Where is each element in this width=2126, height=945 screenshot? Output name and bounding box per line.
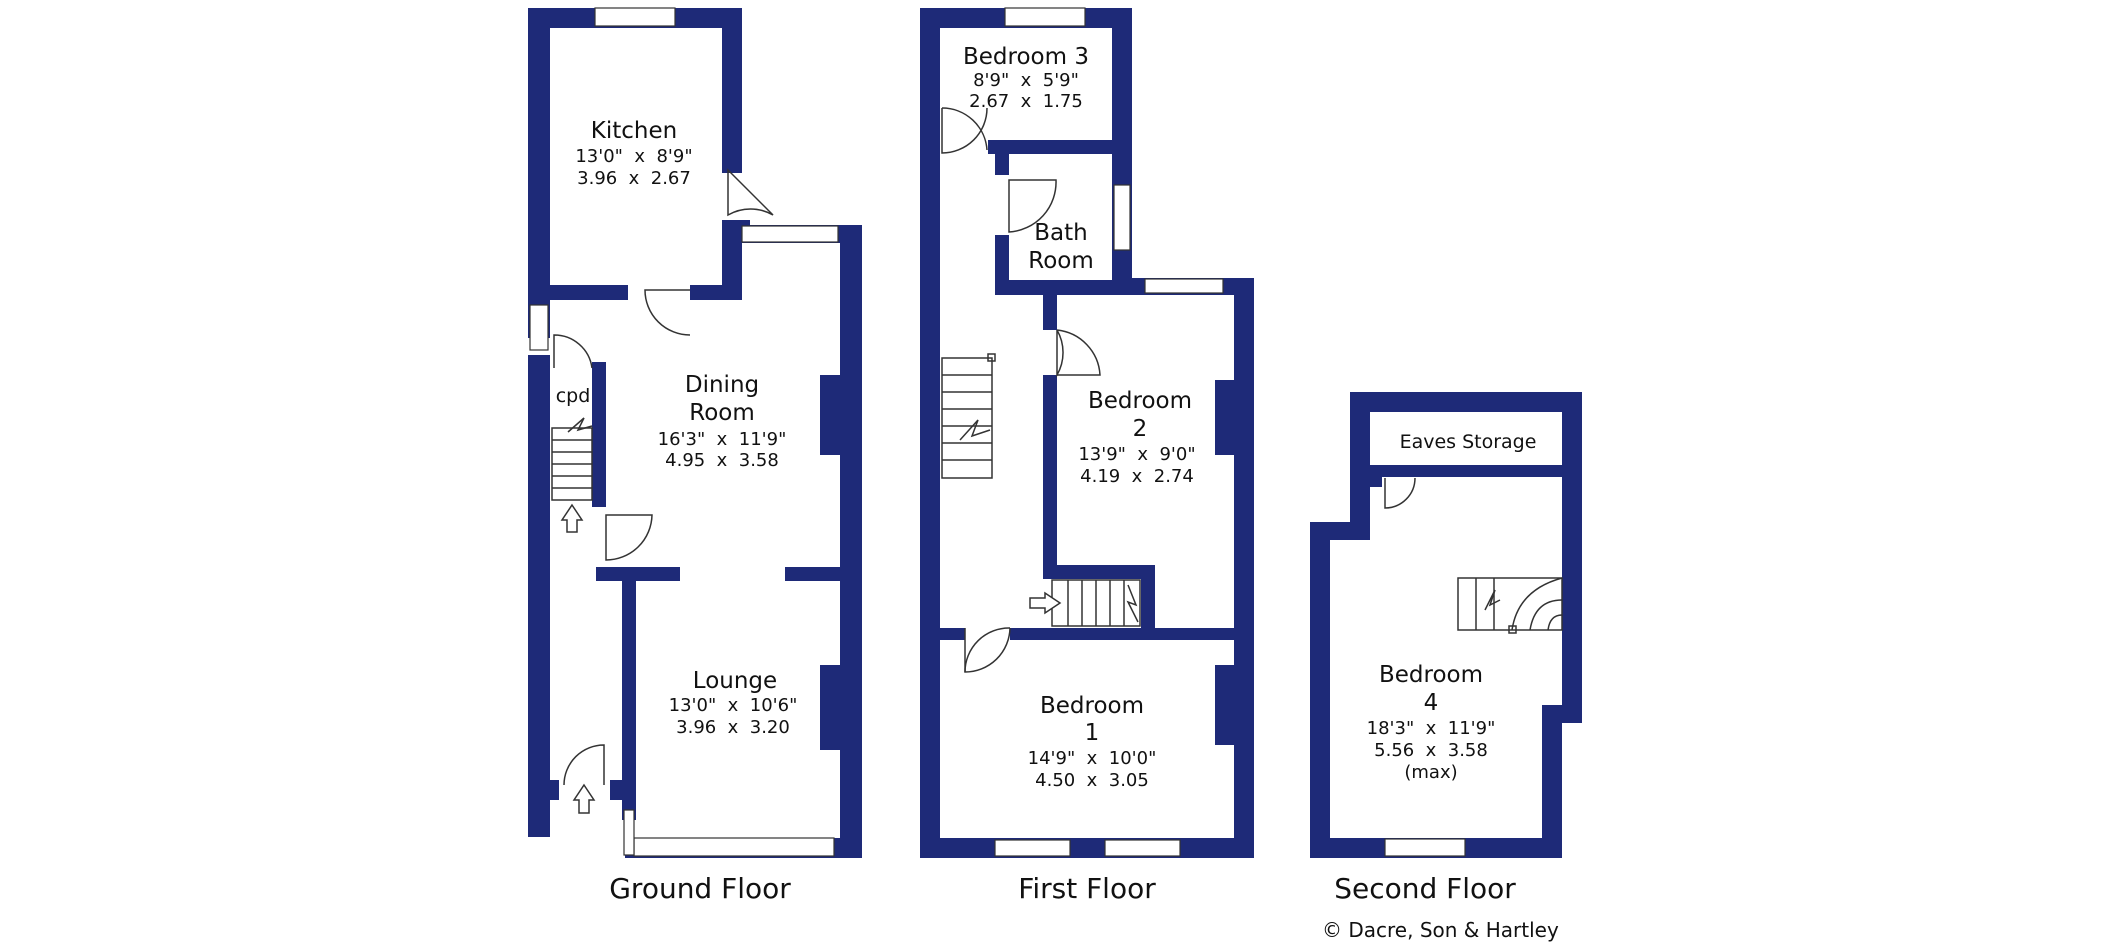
- bedroom2-imperial: 13'9" x 9'0": [1078, 444, 1195, 465]
- bedroom4-metric: 5.56 x 3.58: [1374, 740, 1488, 761]
- second-floor-walls: [1310, 392, 1582, 858]
- bedroom4-name-line2: 4: [1424, 690, 1439, 716]
- up-arrow-icon: [560, 503, 584, 533]
- kitchen-metric: 3.96 x 2.67: [577, 168, 691, 189]
- bedroom2-name-line2: 2: [1133, 416, 1148, 442]
- copyright-notice: © Dacre, Son & Hartley: [1322, 918, 1559, 942]
- kitchen-imperial: 13'0" x 8'9": [575, 146, 692, 167]
- lounge-metric: 3.96 x 3.20: [676, 717, 790, 738]
- first-floor-stairs: [941, 353, 1141, 627]
- dining-imperial: 16'3" x 11'9": [658, 429, 787, 450]
- stair-arrow-icon: [1029, 591, 1062, 615]
- lounge-imperial: 13'0" x 10'6": [669, 695, 798, 716]
- bedroom2-metric: 4.19 x 2.74: [1080, 466, 1194, 487]
- cpd-name: cpd: [556, 385, 591, 407]
- ground-floor-labels: Kitchen 13'0" x 8'9" 3.96 x 2.67 cpd Din…: [556, 118, 798, 905]
- dining-name-line2: Room: [689, 400, 755, 426]
- bedroom1-name-line1: Bedroom: [1040, 693, 1144, 719]
- bathroom-name-line2: Room: [1028, 248, 1094, 274]
- first-floor-title: First Floor: [1018, 872, 1156, 905]
- second-floor-title: Second Floor: [1334, 872, 1516, 905]
- bedroom1-imperial: 14'9" x 10'0": [1028, 748, 1157, 769]
- ground-floor-stairs: [551, 417, 596, 814]
- dining-metric: 4.95 x 3.58: [665, 450, 779, 471]
- ground-floor-doors: [553, 168, 774, 786]
- second-floor: Eaves Storage Bedroom 4 18'3" x 11'9" 5.…: [1310, 392, 1582, 905]
- bedroom4-note: (max): [1404, 762, 1457, 783]
- first-floor: Bedroom 3 8'9" x 5'9" 2.67 x 1.75 Bath R…: [920, 7, 1254, 905]
- first-floor-labels: Bedroom 3 8'9" x 5'9" 2.67 x 1.75 Bath R…: [963, 44, 1196, 905]
- bedroom3-metric: 2.67 x 1.75: [969, 91, 1083, 112]
- bathroom-name-line1: Bath: [1034, 220, 1087, 246]
- bedroom3-name: Bedroom 3: [963, 44, 1089, 70]
- bedroom3-imperial: 8'9" x 5'9": [973, 70, 1079, 91]
- first-floor-doors: [941, 107, 1101, 673]
- lounge-name: Lounge: [693, 668, 777, 694]
- second-floor-windows: [1384, 838, 1466, 857]
- bedroom1-name-line2: 1: [1085, 720, 1100, 746]
- ground-floor-title: Ground Floor: [609, 872, 791, 905]
- bedroom1-metric: 4.50 x 3.05: [1035, 770, 1149, 791]
- bedroom4-imperial: 18'3" x 11'9": [1367, 718, 1496, 739]
- kitchen-name: Kitchen: [591, 118, 677, 144]
- bedroom4-name-line1: Bedroom: [1379, 662, 1483, 688]
- second-floor-doors: [1384, 477, 1416, 509]
- bedroom2-name-line1: Bedroom: [1088, 388, 1192, 414]
- entrance-arrow-icon: [572, 783, 596, 814]
- first-floor-windows: [994, 7, 1224, 857]
- eaves-storage-name: Eaves Storage: [1400, 431, 1537, 453]
- second-floor-stairs: [1457, 577, 1563, 634]
- second-floor-labels: Eaves Storage Bedroom 4 18'3" x 11'9" 5.…: [1334, 431, 1536, 905]
- dining-name-line1: Dining: [685, 372, 759, 398]
- ground-floor: Kitchen 13'0" x 8'9" 3.96 x 2.67 cpd Din…: [528, 7, 862, 905]
- ground-floor-windows: [529, 7, 839, 857]
